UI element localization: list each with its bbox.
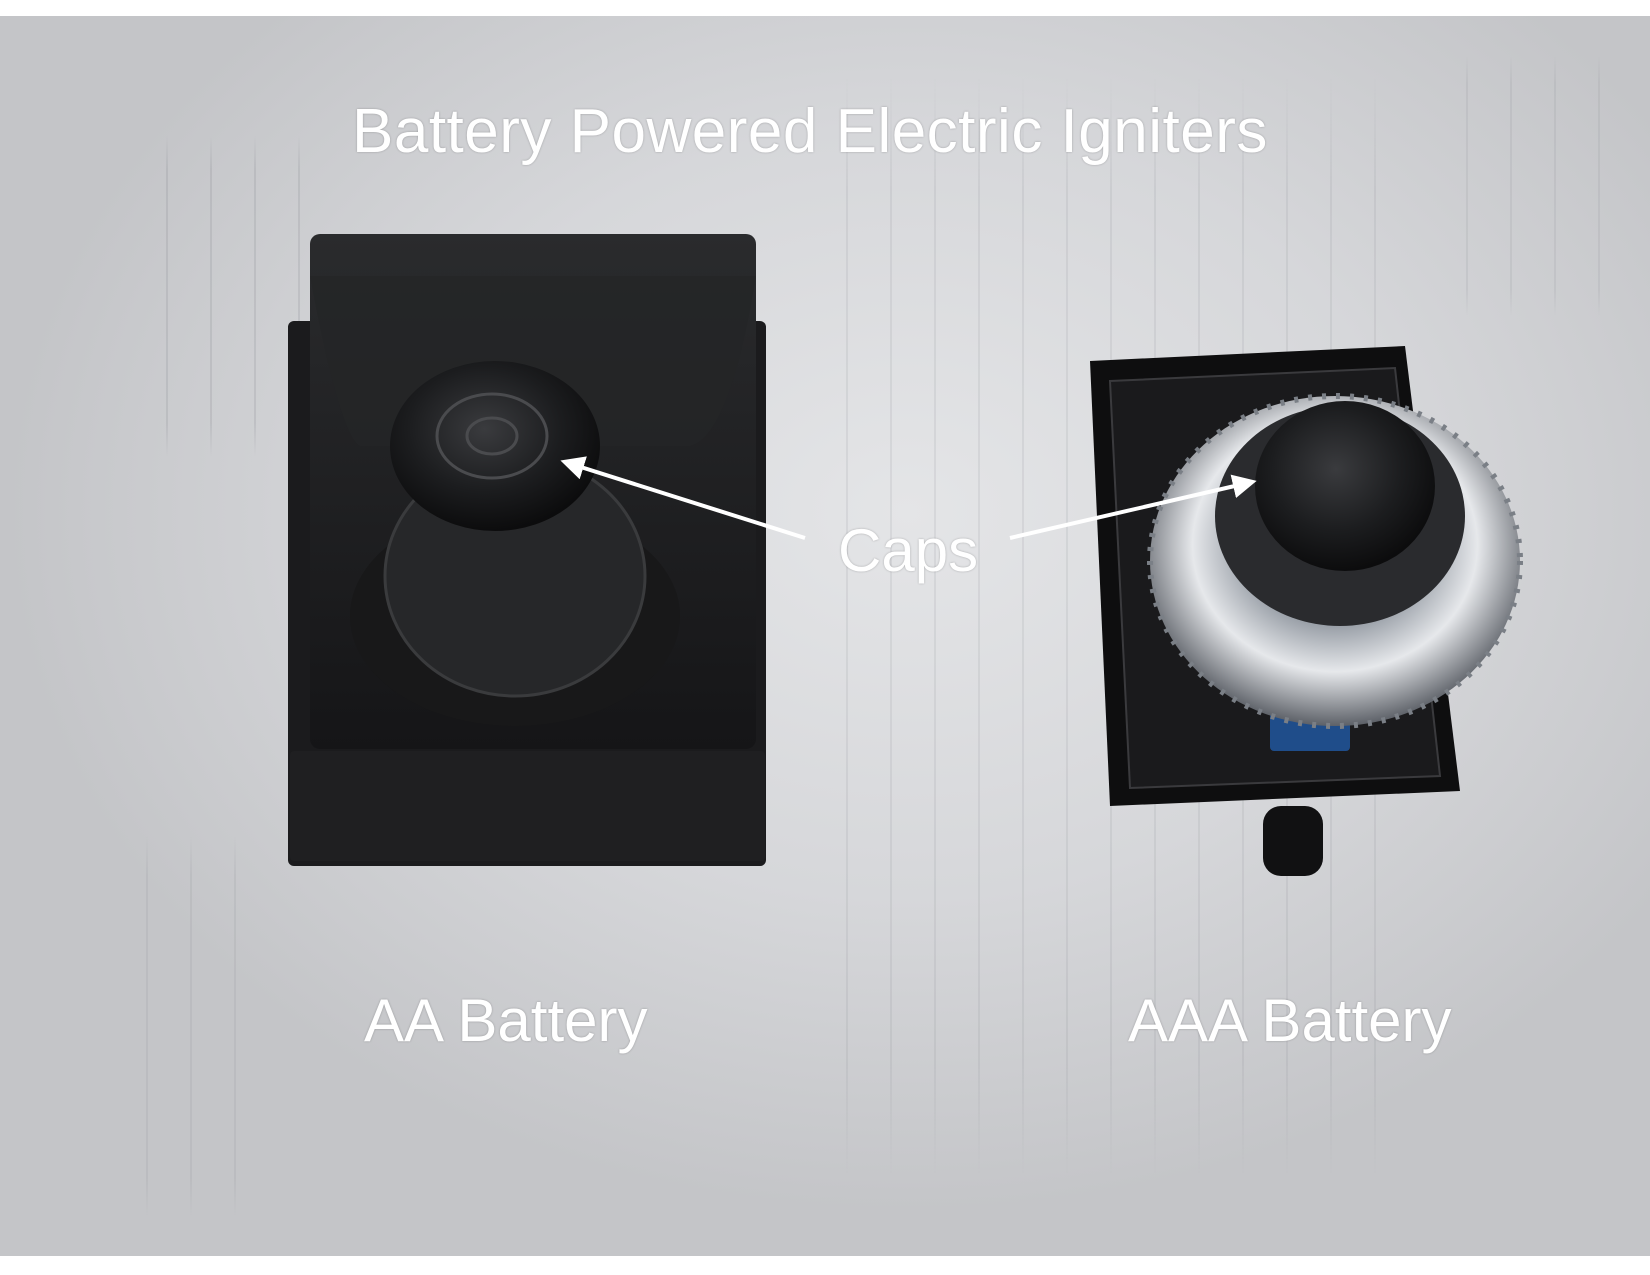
caps-label: Caps bbox=[838, 517, 979, 584]
callout-arrow-left bbox=[560, 456, 806, 540]
photo: Battery Powered Electric Igniters Caps A… bbox=[0, 16, 1650, 1256]
aaa-battery-label: AAA Battery bbox=[1128, 987, 1452, 1054]
igniters-illustration bbox=[288, 234, 1523, 876]
aaa-igniter bbox=[1090, 346, 1523, 876]
aa-igniter bbox=[288, 234, 766, 866]
aa-igniter-cap bbox=[390, 361, 600, 531]
aaa-igniter-tab bbox=[1263, 806, 1323, 876]
paper-print-through bbox=[1440, 56, 1620, 316]
callout-arrow-right bbox=[1009, 474, 1257, 540]
title: Battery Powered Electric Igniters bbox=[352, 97, 1268, 166]
aaa-igniter-cap bbox=[1255, 401, 1435, 571]
paper-print-through bbox=[120, 836, 240, 1216]
aa-battery-label: AA Battery bbox=[364, 987, 648, 1054]
aa-igniter-front bbox=[290, 751, 765, 861]
